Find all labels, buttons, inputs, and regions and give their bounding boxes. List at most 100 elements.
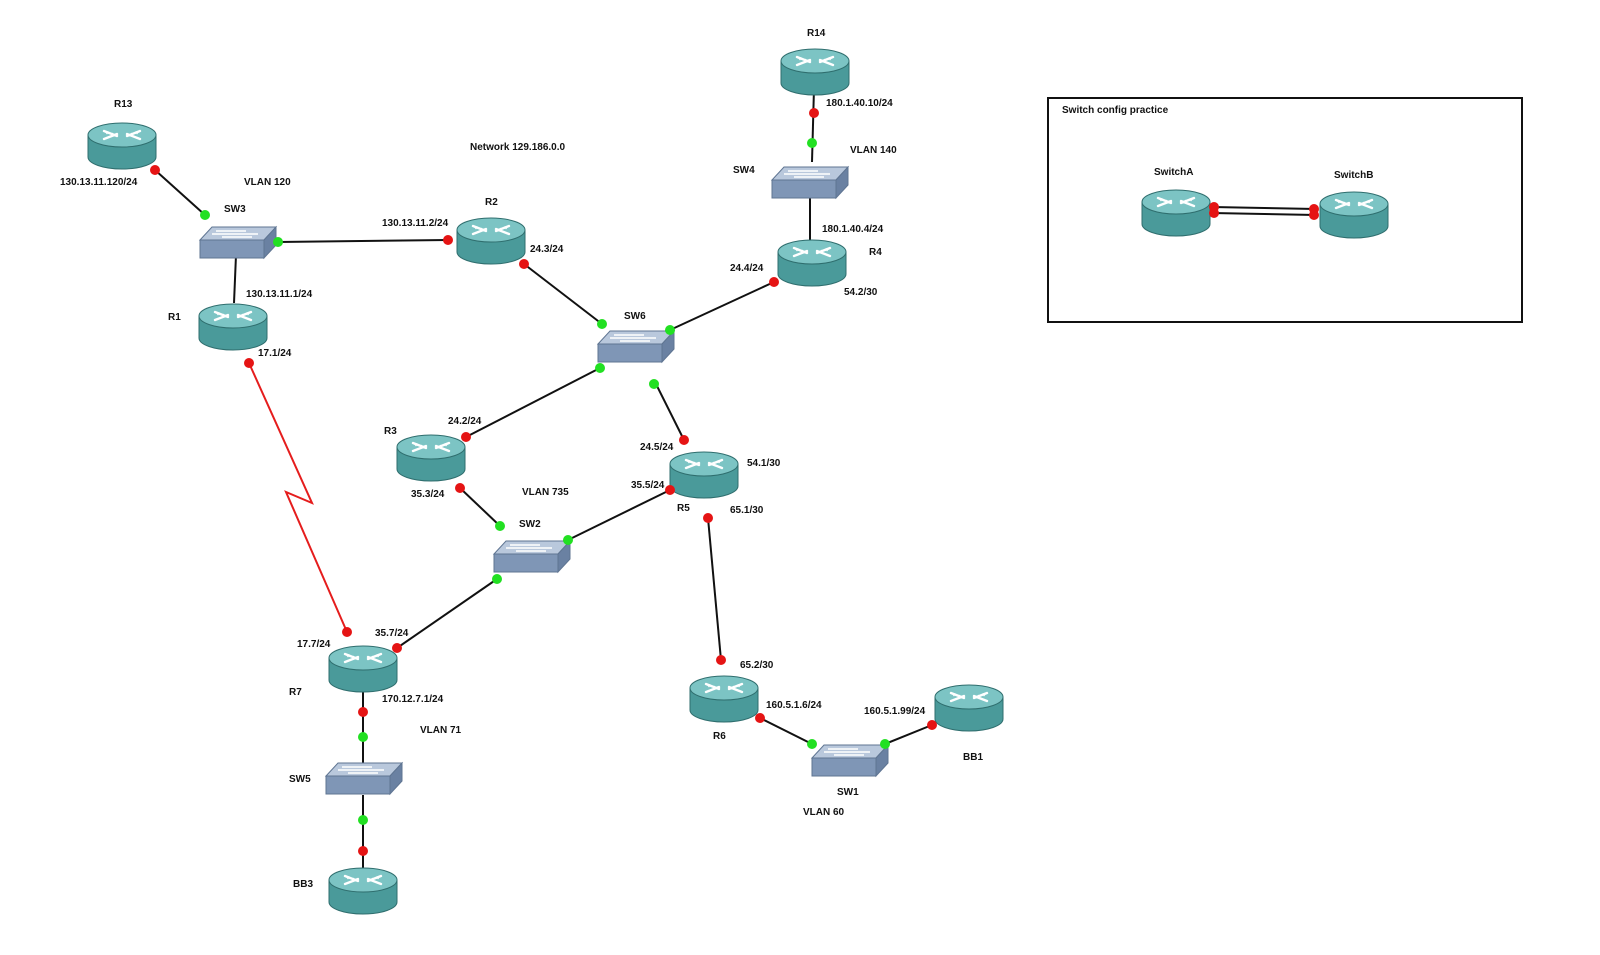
- label-if-r2-sw3: 130.13.11.2/24: [382, 218, 449, 229]
- link-r13-sw3: [154, 169, 206, 216]
- port-indicator: [392, 643, 402, 653]
- label-vlan60: VLAN 60: [803, 807, 845, 818]
- label-r2: R2: [485, 197, 498, 208]
- link-r14-sw4: [811, 87, 815, 163]
- port-indicator: [1309, 210, 1319, 220]
- link-switchA-switchB-2: [1211, 212, 1317, 216]
- label-if-r3-sw6: 24.2/24: [448, 416, 482, 427]
- label-bb1: BB1: [963, 752, 983, 763]
- label-sw3: SW3: [224, 204, 246, 215]
- link-r2-sw6: [523, 263, 603, 325]
- label-vlan140: VLAN 140: [850, 145, 897, 156]
- router-r7[interactable]: [327, 644, 399, 694]
- router-r5[interactable]: [668, 450, 740, 500]
- label-if-r7-sw2: 35.7/24: [375, 628, 409, 639]
- router-r3[interactable]: [395, 433, 467, 483]
- port-indicator: [443, 235, 453, 245]
- label-if-r6-r5: 65.2/30: [740, 660, 774, 671]
- label-r5: R5: [677, 503, 690, 514]
- port-indicator: [703, 513, 713, 523]
- switch-sw5[interactable]: [325, 762, 403, 795]
- router-bb3[interactable]: [327, 866, 399, 916]
- router-r13[interactable]: [86, 121, 158, 171]
- port-indicator: [716, 655, 726, 665]
- label-if-r5-r6: 65.1/30: [730, 505, 764, 516]
- port-indicator: [150, 165, 160, 175]
- label-sw5: SW5: [289, 774, 311, 785]
- label-sw6: SW6: [624, 311, 646, 322]
- port-indicator: [880, 739, 890, 749]
- port-indicator: [595, 363, 605, 373]
- label-vlan71: VLAN 71: [420, 725, 462, 736]
- link-sw6-r5: [653, 379, 685, 441]
- practice-box-title: Switch config practice: [1062, 105, 1169, 116]
- link-sw2-r7: [396, 578, 498, 649]
- router-r14[interactable]: [779, 47, 851, 97]
- serial-link-r1-r7: [248, 362, 348, 633]
- port-indicator: [495, 521, 505, 531]
- router-r6[interactable]: [688, 674, 760, 724]
- link-switchA-switchB-1: [1211, 206, 1317, 210]
- label-switch-b: SwitchB: [1334, 170, 1373, 181]
- router-r2[interactable]: [455, 216, 527, 266]
- label-sw2: SW2: [519, 519, 541, 530]
- port-indicator: [769, 277, 779, 287]
- switch-sw3[interactable]: [199, 226, 277, 259]
- port-indicator: [358, 846, 368, 856]
- link-sw1-bb1: [884, 724, 933, 745]
- port-indicator: [807, 138, 817, 148]
- label-r4: R4: [869, 247, 882, 258]
- port-indicator: [665, 485, 675, 495]
- port-indicator: [649, 379, 659, 389]
- label-r1: R1: [168, 312, 181, 323]
- switch-b-device[interactable]: [1318, 190, 1390, 240]
- label-vlan120: VLAN 120: [244, 177, 291, 188]
- port-indicator: [342, 627, 352, 637]
- label-if-r5-sw2: 35.5/24: [631, 480, 665, 491]
- link-sw2-r5: [567, 489, 671, 541]
- label-bb3: BB3: [293, 879, 313, 890]
- port-indicator: [665, 325, 675, 335]
- label-if-r14-sw4: 180.1.40.10/24: [826, 98, 893, 109]
- label-if-r6-sw1: 160.5.1.6/24: [766, 700, 822, 711]
- port-indicator: [455, 483, 465, 493]
- link-r3-sw2: [459, 487, 501, 527]
- switch-sw2[interactable]: [493, 540, 571, 573]
- port-indicator: [492, 574, 502, 584]
- label-r3: R3: [384, 426, 397, 437]
- port-indicator: [358, 707, 368, 717]
- port-indicator: [755, 713, 765, 723]
- port-indicator: [597, 319, 607, 329]
- label-if-r2-sw6: 24.3/24: [530, 244, 564, 255]
- router-r1[interactable]: [197, 302, 269, 352]
- switch-sw4[interactable]: [771, 166, 849, 199]
- label-r6: R6: [713, 731, 726, 742]
- port-indicator: [358, 815, 368, 825]
- link-r6-sw1: [759, 717, 813, 745]
- switch-sw1[interactable]: [811, 744, 889, 777]
- port-indicator: [461, 432, 471, 442]
- router-r4[interactable]: [776, 238, 848, 288]
- label-if-bb1-sw1: 160.5.1.99/24: [864, 706, 926, 717]
- link-sw6-r3: [465, 367, 601, 438]
- label-sw4: SW4: [733, 165, 755, 176]
- link-sw6-r4: [669, 281, 775, 331]
- label-if-r4-sw6: 24.4/24: [730, 263, 764, 274]
- switch-a-device[interactable]: [1140, 188, 1212, 238]
- switch-sw6[interactable]: [597, 330, 675, 363]
- label-if-r7-sw5: 170.12.7.1/24: [382, 694, 444, 705]
- label-sw1: SW1: [837, 787, 859, 798]
- label-r7: R7: [289, 687, 302, 698]
- switch-practice-box: [1047, 97, 1523, 323]
- link-sw3-r1: [233, 254, 237, 304]
- port-indicator: [358, 732, 368, 742]
- label-if-r4-sw4: 180.1.40.4/24: [822, 224, 884, 235]
- network-title: Network 129.186.0.0: [470, 142, 565, 153]
- port-indicator: [1209, 208, 1219, 218]
- link-r5-r6: [707, 517, 722, 661]
- port-indicator: [273, 237, 283, 247]
- label-if-r4-r5: 54.2/30: [844, 287, 878, 298]
- label-switch-a: SwitchA: [1154, 167, 1193, 178]
- router-bb1[interactable]: [933, 683, 1005, 733]
